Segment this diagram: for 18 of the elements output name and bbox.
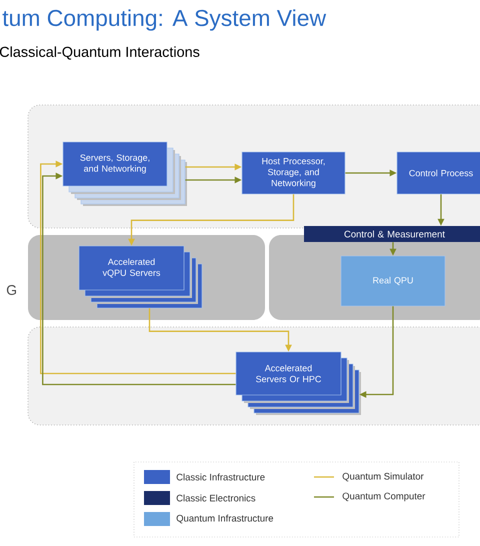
title: tum Computing: A System View bbox=[2, 9, 326, 31]
server-box: Servers, Storage, and Networking bbox=[62, 142, 187, 206]
control-bar: Control & Measurement bbox=[304, 226, 480, 242]
legend-text: Quantum Computer bbox=[342, 492, 426, 502]
node-label: Servers, Storage, bbox=[80, 154, 150, 163]
server-box: Accelerated vQPU Servers bbox=[78, 246, 204, 310]
subtitle: Classical-Quantum Interactions bbox=[0, 46, 200, 60]
server-box: Host Processor, Storage, and Networking bbox=[242, 152, 346, 194]
legend-text: Classic Electronics bbox=[176, 494, 256, 502]
node-label: Accelerated bbox=[264, 364, 312, 372]
side-label: G bbox=[6, 285, 16, 295]
node-label: Accelerated bbox=[108, 258, 155, 266]
server-box: Control Process bbox=[396, 152, 480, 194]
server-box: Accelerated Servers Or HPC bbox=[236, 352, 361, 415]
legend-text: Classic Infrastructure bbox=[176, 474, 265, 480]
legend-text: Quantum Simulator bbox=[342, 472, 424, 482]
legend-text: Quantum Infrastructure bbox=[176, 514, 274, 524]
qpu-box: Real QPU bbox=[340, 256, 446, 306]
